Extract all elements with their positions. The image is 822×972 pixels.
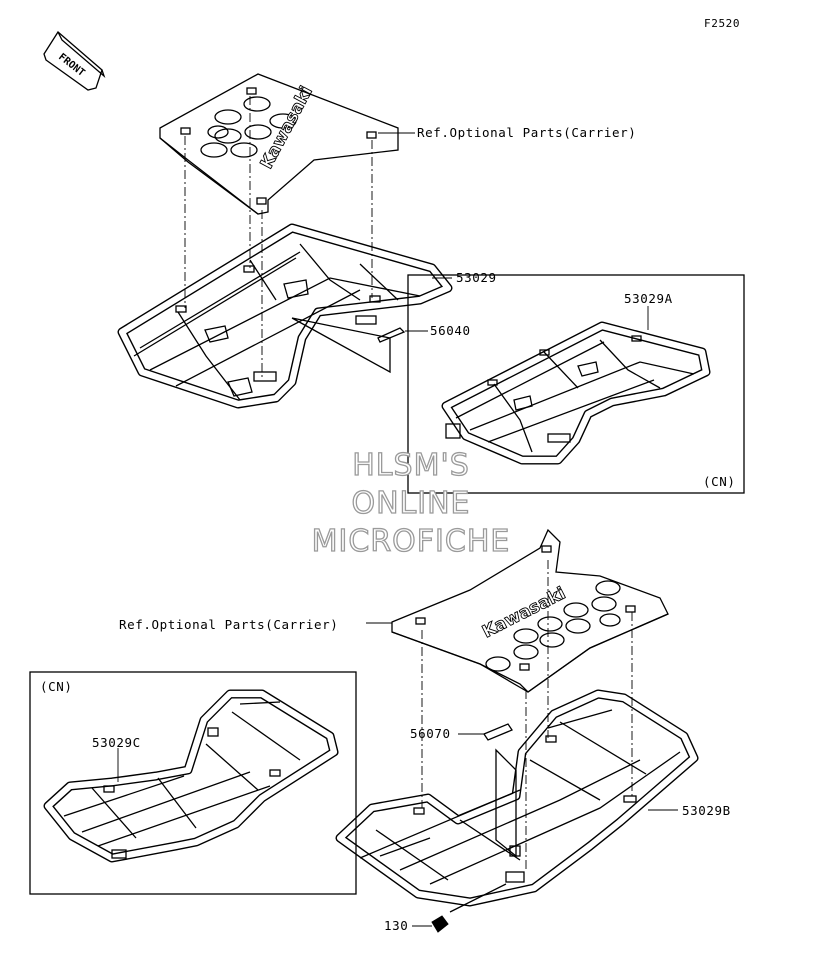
- decal-56040: [291, 317, 406, 374]
- figure-code: F2520: [704, 17, 741, 30]
- carrier-plate-bottom: Kawasaki: [391, 528, 669, 693]
- carrier-rack-53029a: [441, 321, 711, 465]
- watermark-line-3: MICROFICHE: [311, 524, 511, 559]
- bolt-130-icon: [431, 883, 507, 933]
- part-label-53029b: 53029B: [682, 803, 731, 818]
- watermark-line-2: ONLINE: [351, 486, 471, 521]
- part-label-56040: 56040: [430, 323, 471, 338]
- cn-box-right: [407, 274, 745, 494]
- front-arrow-icon: FRONT: [43, 31, 106, 91]
- front-arrow-label: FRONT: [56, 52, 86, 79]
- decal-56070: [483, 723, 517, 858]
- cn-label-left: (CN): [40, 679, 73, 694]
- ref-carrier-label-top: Ref.Optional Parts(Carrier): [417, 125, 637, 140]
- part-label-130: 130: [384, 918, 409, 933]
- part-label-56070: 56070: [410, 726, 451, 741]
- cn-box-left: [29, 671, 357, 895]
- carrier-plate-top: Kawasaki: [159, 73, 399, 215]
- carrier-rack-53029b: [335, 689, 699, 907]
- part-label-53029a: 53029A: [624, 291, 673, 306]
- carrier-rack-53029c: [43, 689, 339, 863]
- part-label-53029: 53029: [456, 270, 497, 285]
- ref-carrier-label-bottom: Ref.Optional Parts(Carrier): [119, 617, 339, 632]
- part-label-53029c: 53029C: [92, 735, 141, 750]
- cn-label-right: (CN): [703, 474, 736, 489]
- carrier-rack-53029: [117, 223, 453, 409]
- watermark-line-1: HLSM'S: [352, 448, 470, 483]
